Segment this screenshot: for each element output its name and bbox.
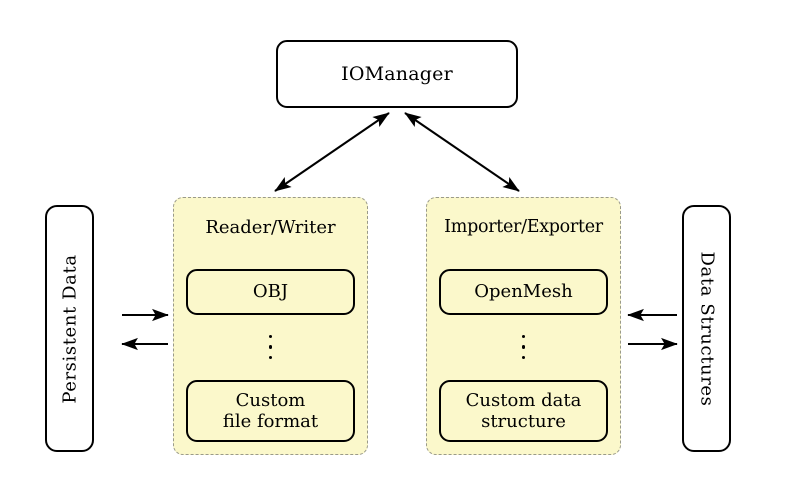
item-obj-label: OBJ [252,281,289,303]
group-reader-writer[interactable]: Reader/Writer OBJ Custom file format [173,197,368,455]
item-custom-data-structure[interactable]: Custom data structure [439,380,608,442]
item-custom-file-format-line1: Custom [235,389,306,411]
item-custom-file-format[interactable]: Custom file format [186,380,355,442]
group-reader-writer-title: Reader/Writer [205,217,336,238]
item-custom-file-format-label: Custom file format [223,390,318,432]
item-openmesh-label: OpenMesh [474,281,573,303]
node-io-manager-label: IOManager [341,63,453,85]
node-persistent-data[interactable]: Persistent Data [45,205,94,452]
node-data-structures-label: Data Structures [696,250,717,407]
connection-manager-to-importer-exporter [404,112,520,192]
item-custom-data-structure-line2: structure [481,411,566,432]
item-custom-data-structure-line1: Custom data [465,389,582,411]
item-custom-file-format-line2: file format [222,411,319,432]
item-obj[interactable]: OBJ [186,269,355,315]
vertical-ellipsis-icon [427,322,620,372]
vertical-ellipsis-icon [174,322,367,372]
group-importer-exporter-title: Importer/Exporter [444,217,603,237]
node-persistent-data-label: Persistent Data [59,253,80,404]
connection-manager-to-reader-writer [274,112,390,192]
node-io-manager[interactable]: IOManager [276,40,518,108]
group-importer-exporter[interactable]: Importer/Exporter OpenMesh Custom data s… [426,197,621,455]
node-data-structures[interactable]: Data Structures [682,205,731,452]
item-custom-data-structure-label: Custom data structure [466,390,582,432]
item-openmesh[interactable]: OpenMesh [439,269,608,315]
